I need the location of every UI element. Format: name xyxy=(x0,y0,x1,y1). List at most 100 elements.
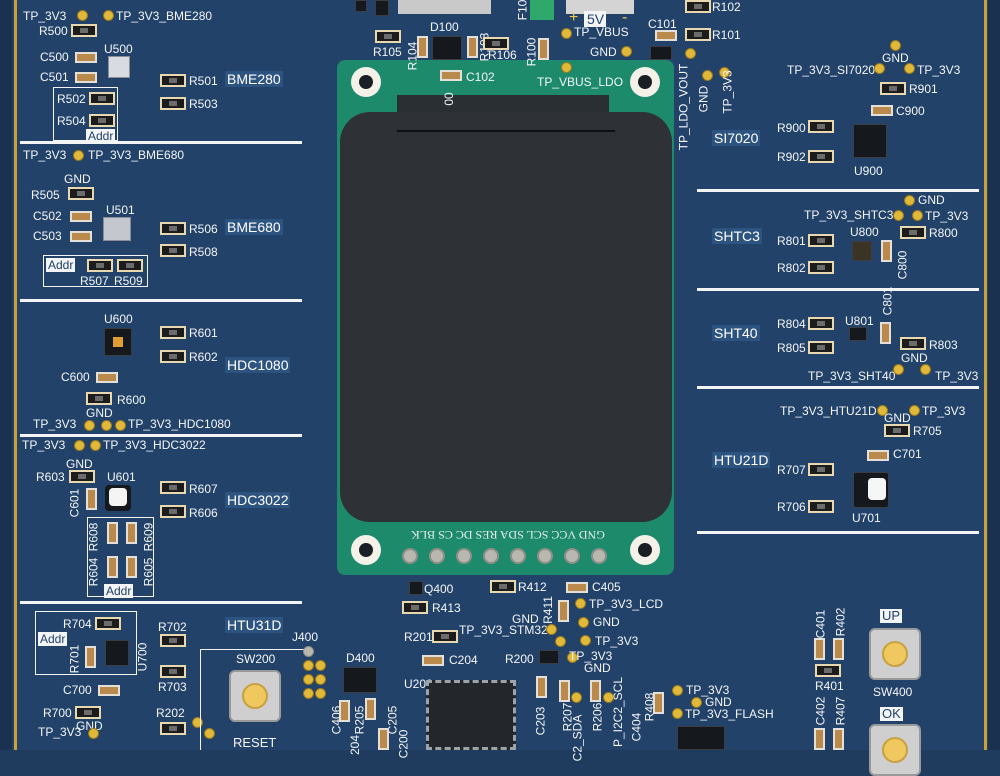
lcd-pin-7 xyxy=(564,548,580,564)
r411 xyxy=(558,600,569,622)
up-button[interactable] xyxy=(869,628,921,680)
r705-label: R705 xyxy=(913,424,942,438)
j400-pin-2[interactable] xyxy=(303,660,314,671)
u600 xyxy=(104,328,132,356)
ldo-chip xyxy=(650,46,672,60)
tp-si7020-3v3-label: TP_3V3 xyxy=(917,63,961,77)
r206 xyxy=(590,680,601,702)
minus-label: - xyxy=(622,9,628,26)
j400-pin-4[interactable] xyxy=(303,688,314,699)
tp-shtc3-3v3-label: TP_3V3 xyxy=(925,209,969,223)
u800-label: U800 xyxy=(850,225,879,239)
ok-button[interactable] xyxy=(869,724,921,776)
r106 xyxy=(483,37,509,50)
c501-label: C501 xyxy=(40,70,69,84)
tp-3v3-mcu-pad xyxy=(580,635,591,646)
lcd-pin-4 xyxy=(483,548,499,564)
r803-label: R803 xyxy=(929,338,958,352)
tp-hdc3022-pad2 xyxy=(90,440,101,451)
u700 xyxy=(105,640,129,666)
r604 xyxy=(107,556,118,578)
r705 xyxy=(884,424,910,437)
r608-label: R608 xyxy=(86,522,101,552)
r702-label: R702 xyxy=(158,620,187,634)
c200-label: C200 xyxy=(396,729,411,759)
c502 xyxy=(70,211,92,222)
j400-pin-7[interactable] xyxy=(315,688,326,699)
tp-3v3-sht40-label: TP_3V3_SHT40 xyxy=(808,369,896,383)
tp-htu21d-3v3-pad xyxy=(909,405,920,416)
gnd-bme680-label: GND xyxy=(64,172,91,186)
tp-3v3-flash-pad2 xyxy=(672,708,683,719)
r102-label: R102 xyxy=(712,0,741,14)
j400-pin-6[interactable] xyxy=(315,674,326,685)
c102 xyxy=(440,70,462,81)
r500-label: R500 xyxy=(39,24,68,38)
lcd-pin-5 xyxy=(510,548,526,564)
u600-sensor-window xyxy=(113,337,123,347)
f10-label: F10 xyxy=(515,0,530,21)
d400 xyxy=(343,667,377,693)
gnd-shtc3-pad xyxy=(904,195,915,206)
c601 xyxy=(86,488,97,510)
u701-label: U701 xyxy=(852,511,881,525)
tp-3v3-bme280-a: TP_3V3 xyxy=(23,9,67,23)
reset-label: RESET xyxy=(233,735,277,750)
r603 xyxy=(69,470,95,483)
tp-3v3-bme280-pad1 xyxy=(77,10,88,21)
r902-label: R902 xyxy=(777,150,806,164)
r201 xyxy=(432,630,458,643)
c402-label: C402 xyxy=(813,696,828,726)
c401-label: C401 xyxy=(813,609,828,639)
c406 xyxy=(339,700,350,722)
plus-label: + xyxy=(569,9,579,26)
r800-label: R800 xyxy=(929,226,958,240)
r402-label: R402 xyxy=(833,607,848,637)
left-gold-rail xyxy=(14,0,17,750)
bme280-addr-box xyxy=(53,87,118,141)
tp-3v3-bme680-a: TP_3V3 xyxy=(23,148,67,162)
c101 xyxy=(655,30,677,41)
u501-label: U501 xyxy=(106,203,135,217)
c800 xyxy=(881,240,892,262)
u800 xyxy=(852,241,872,261)
r408 xyxy=(653,692,664,714)
lcd-mount-hole-bl xyxy=(351,535,381,565)
r900 xyxy=(808,120,834,133)
tp-sht40-3v3-pad xyxy=(920,364,931,375)
lcd-mount-hole-tl xyxy=(351,67,381,97)
reset-button[interactable] xyxy=(229,670,281,722)
j400-pin-5[interactable] xyxy=(315,660,326,671)
hdc3022-addr: Addr xyxy=(104,584,134,598)
r607 xyxy=(160,481,186,494)
r204-label: 204 xyxy=(348,734,363,756)
r702 xyxy=(160,634,186,647)
r706-label: R706 xyxy=(777,500,806,514)
gnd-flash-pad xyxy=(691,697,702,708)
c101-label: C101 xyxy=(648,17,677,31)
tp-sht40-pad xyxy=(893,364,904,375)
tp-3v3-shtc3-label: TP_3V3_SHTC3 xyxy=(804,208,894,222)
htu31d-addr: Addr xyxy=(38,632,68,646)
usb-connector xyxy=(398,0,491,14)
r202-label: R202 xyxy=(156,706,185,720)
r207 xyxy=(559,680,570,702)
j400-pin-3[interactable] xyxy=(303,674,314,685)
lcd-pin-3 xyxy=(456,548,472,564)
tp-sht40-3v3-label: TP_3V3 xyxy=(935,369,979,383)
c405-label: C405 xyxy=(592,580,621,594)
gnd-si7020-pad xyxy=(890,40,901,51)
tp-3v3-lcd-pad xyxy=(575,598,586,609)
tp-3v3-hdc3022-label: TP_3V3_HDC3022 xyxy=(103,438,206,452)
r804 xyxy=(808,317,834,330)
r402 xyxy=(833,638,844,660)
u801-label: U801 xyxy=(845,314,874,328)
tp-hdc1080-pad3 xyxy=(115,420,126,431)
tp-shtc3-3v3-pad xyxy=(912,210,923,221)
j400-pin-1[interactable] xyxy=(303,646,314,657)
tp-ldo-vout-label: TP_LDO_VOUT xyxy=(676,63,691,151)
r100-label: R100 xyxy=(524,37,539,67)
c204 xyxy=(422,655,444,666)
divider-bme280 xyxy=(20,141,302,144)
fuse-f10 xyxy=(530,0,554,20)
